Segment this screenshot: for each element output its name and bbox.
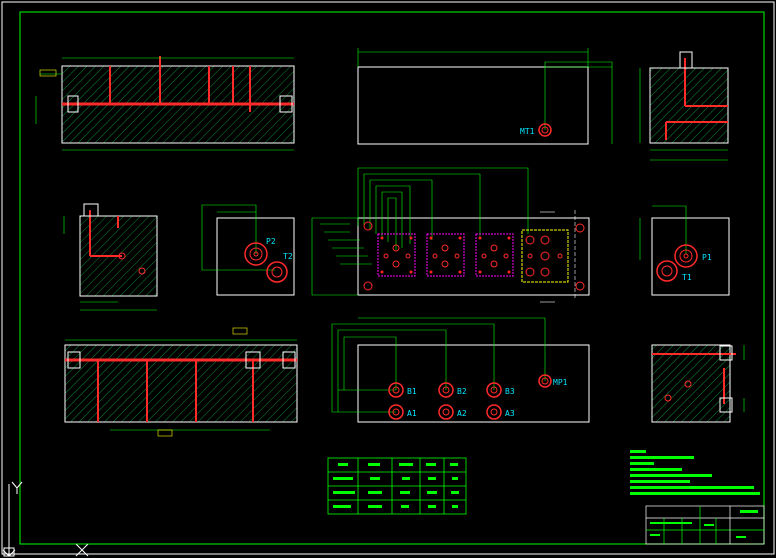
technical-notes [630,450,760,495]
front-view-top-middle[interactable]: MT1 [357,48,613,145]
port-label-t1: T1 [682,273,692,282]
port-view-bottom-middle[interactable]: B1 B2 B3 A1 A2 A3 MP1 [331,317,590,423]
port-label-a1: A1 [407,409,417,418]
port-view-p2-t2[interactable]: P2 T2 [201,204,295,296]
ucs-y-label: Y [12,489,13,491]
port-label-p1: P1 [702,253,712,262]
port-label-t2: T2 [283,252,293,261]
port-label-p2: P2 [266,237,276,246]
port-label-b2: B2 [457,387,467,396]
port-view-p1-t1[interactable]: P1 T1 [639,205,730,296]
section-view-bottom-left[interactable] [64,327,298,437]
port-label-b1: B1 [407,387,417,396]
inner-border [19,11,765,545]
section-view-middle-left[interactable] [63,203,158,311]
ucs-icon [2,481,89,557]
port-label-a3: A3 [505,409,515,418]
parts-table[interactable] [327,457,467,515]
port-label-b3: B3 [505,387,515,396]
title-block[interactable] [645,505,765,545]
section-view-top-left[interactable] [35,56,295,151]
port-label-a2: A2 [457,409,467,418]
main-plan-view-center[interactable] [311,167,590,303]
side-view-top-right[interactable] [639,51,729,161]
port-label-mt1: MT1 [520,127,535,136]
section-view-bottom-right[interactable] [651,344,745,423]
ucs-x-label: X [78,552,79,554]
port-label-mp1: MP1 [553,378,568,387]
